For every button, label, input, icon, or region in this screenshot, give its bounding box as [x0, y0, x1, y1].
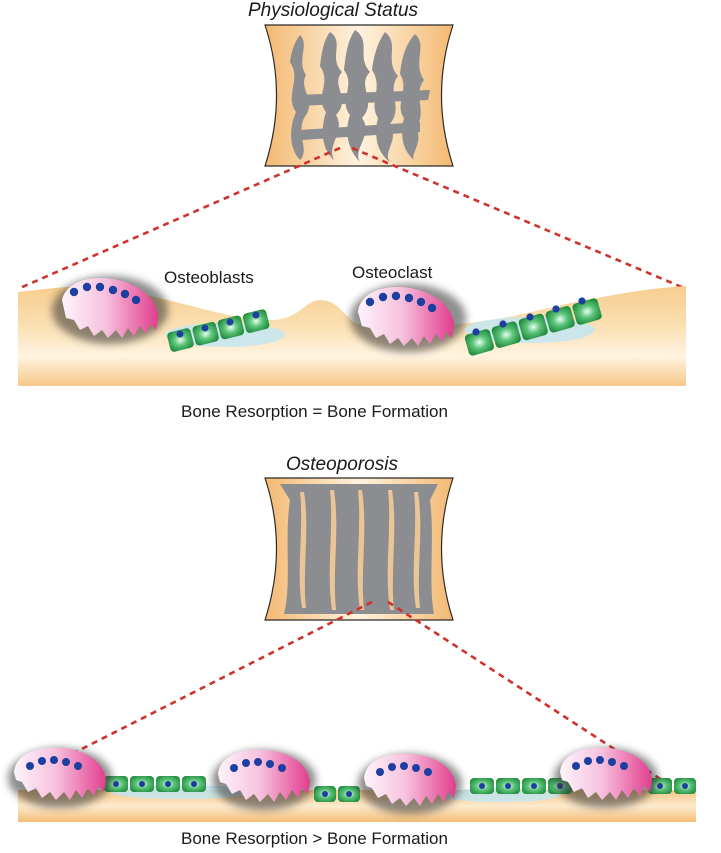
osteoclast-cell: [350, 284, 466, 352]
osteoblasts-label: Osteoblasts: [164, 268, 254, 287]
panel-title-physiological: Physiological Status: [248, 0, 419, 21]
osteoclast-cell: [52, 276, 168, 344]
panel-title-osteoporosis: Osteoporosis: [286, 454, 398, 475]
osteoclast-cell: [8, 747, 112, 808]
osteoclast-cell: [212, 749, 316, 810]
osteoclast-cell: [358, 753, 462, 814]
zoom-lines-top: [19, 146, 685, 290]
caption-osteoporosis: Bone Resorption > Bone Formation: [181, 829, 448, 848]
osteoblast-cells: [464, 297, 602, 356]
bone-surface-healthy: [18, 286, 686, 386]
vertebra-healthy: [264, 24, 454, 167]
osteoclast-label: Osteoclast: [352, 263, 433, 282]
osteoclast-cell: [554, 747, 658, 808]
zoom-lines-bottom: [59, 600, 663, 782]
osteoblast-cells: [165, 309, 285, 352]
caption-physiological: Bone Resorption = Bone Formation: [181, 402, 448, 421]
vertebra-osteoporotic: [264, 477, 454, 621]
